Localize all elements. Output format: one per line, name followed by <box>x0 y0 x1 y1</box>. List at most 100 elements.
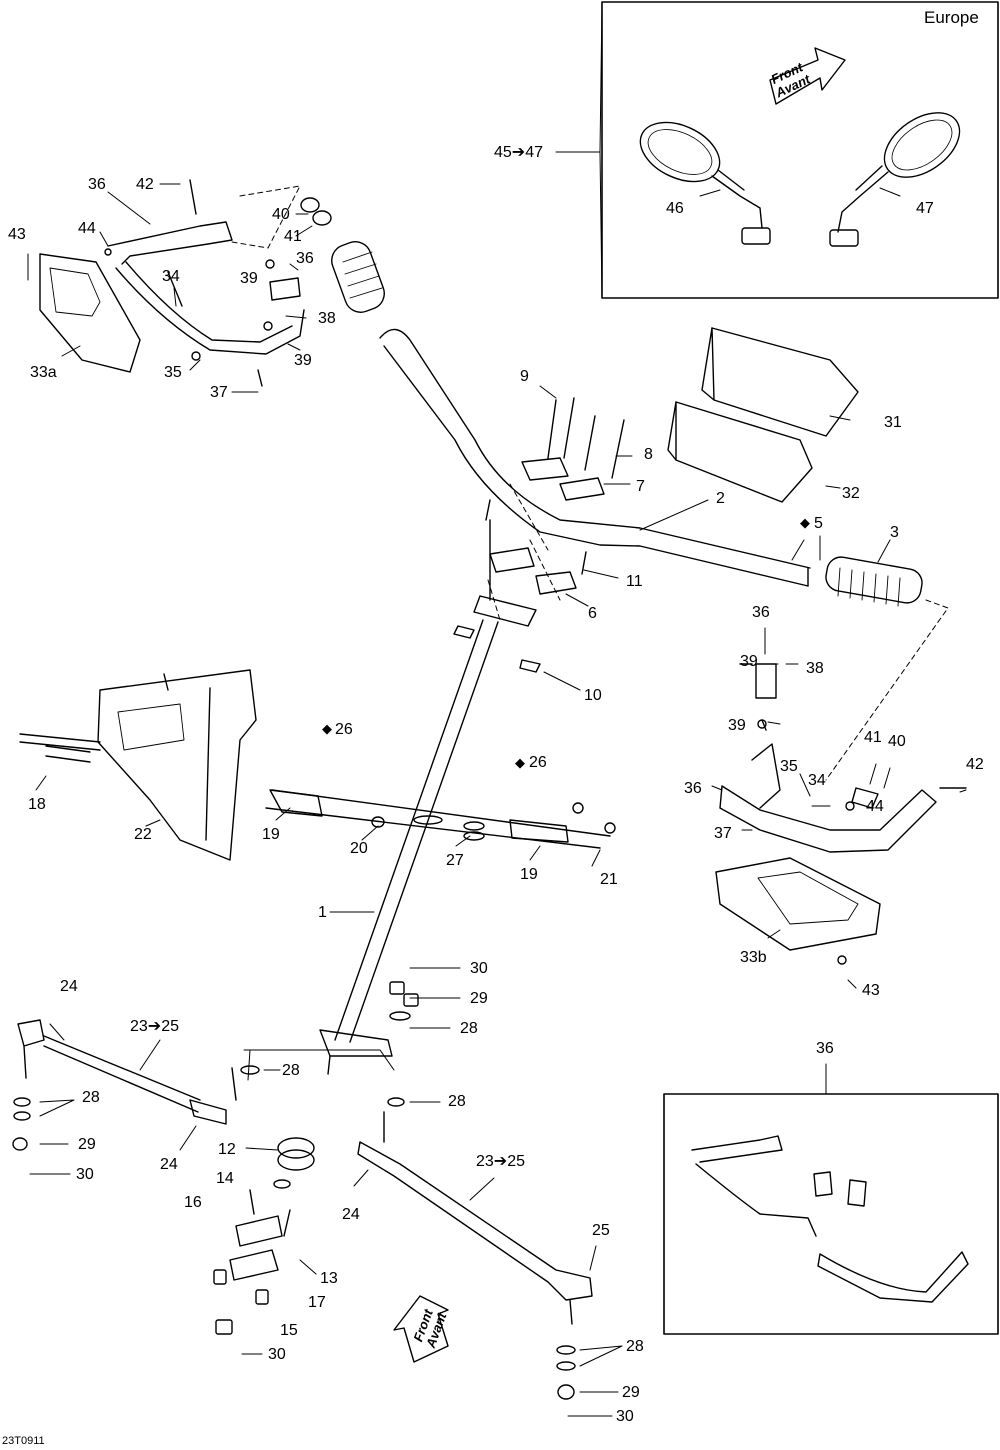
lubricant-drop-icon: ◆ <box>322 721 332 736</box>
callout-36: 36 <box>88 176 106 193</box>
callout-44: 44 <box>78 220 96 237</box>
callout-2: 2 <box>716 490 725 507</box>
callout-32: 32 <box>842 485 860 502</box>
callout-30: 30 <box>470 960 488 977</box>
callout-37: 37 <box>210 384 228 401</box>
callout-33b: 33b <box>740 949 767 966</box>
callout-39: 39 <box>294 352 312 369</box>
handguard-bracket-inset <box>691 1135 969 1303</box>
callout-35: 35 <box>780 758 798 775</box>
callout-24: 24 <box>160 1156 178 1173</box>
front-arrow-bottom <box>393 1295 449 1363</box>
callout-15: 15 <box>280 1322 298 1339</box>
callout-41: 41 <box>284 228 302 245</box>
callout-38: 38 <box>318 310 336 327</box>
callout-13: 13 <box>320 1270 338 1287</box>
tie-rod-right <box>357 1111 593 1325</box>
crossbar-bolts <box>19 733 616 849</box>
callout-1: 1 <box>318 904 327 921</box>
callout-43: 43 <box>8 226 26 243</box>
steering-column <box>319 519 499 1075</box>
callout-19: 19 <box>262 826 280 843</box>
mirror-right <box>829 112 961 247</box>
document-id: 23T0911 <box>2 1435 45 1447</box>
callout-25: 25 <box>592 1222 610 1239</box>
handlebar-pads <box>667 327 859 503</box>
callout-30: 30 <box>268 1346 286 1363</box>
callout-5: 5 <box>814 515 823 532</box>
callout-30: 30 <box>616 1408 634 1425</box>
handguard-inset-frame <box>663 1093 999 1335</box>
callout-21: 21 <box>600 871 618 888</box>
leader-lines <box>27 1 967 1417</box>
callout-29: 29 <box>470 990 488 1007</box>
callout-45-47: 45➔47 <box>494 144 543 161</box>
callout-23-25: 23➔25 <box>476 1153 525 1170</box>
mirror-left <box>639 121 771 245</box>
handlebar-clamps <box>453 397 625 673</box>
callout-43: 43 <box>862 982 880 999</box>
callout-30: 30 <box>76 1166 94 1183</box>
callout-31: 31 <box>884 414 902 431</box>
lubricant-drop-icon: ◆ <box>515 755 525 770</box>
europe-inset-frame <box>601 1 999 299</box>
callout-9: 9 <box>520 368 529 385</box>
callout-27: 27 <box>446 852 464 869</box>
handlebar <box>379 328 811 587</box>
callout-40: 40 <box>272 206 290 223</box>
callout-26: 26 <box>335 721 353 738</box>
callout-28: 28 <box>448 1093 466 1110</box>
grip-left <box>300 197 385 313</box>
callout-28: 28 <box>82 1089 100 1106</box>
callout-23-25: 23➔25 <box>130 1018 179 1035</box>
callout-28: 28 <box>460 1020 478 1037</box>
callout-12: 12 <box>218 1141 236 1158</box>
callout-47: 47 <box>916 200 934 217</box>
callout-24: 24 <box>342 1206 360 1223</box>
callout-20: 20 <box>350 840 368 857</box>
callout-36: 36 <box>752 604 770 621</box>
callout-35: 35 <box>164 364 182 381</box>
callout-28: 28 <box>626 1338 644 1355</box>
callout-34: 34 <box>162 268 180 285</box>
callout-6: 6 <box>588 605 597 622</box>
callout-39: 39 <box>740 653 758 670</box>
callout-38: 38 <box>806 660 824 677</box>
callout-11: 11 <box>626 573 643 590</box>
callout-24: 24 <box>60 978 78 995</box>
callout-29: 29 <box>78 1136 96 1153</box>
callout-42: 42 <box>966 756 984 773</box>
callout-22: 22 <box>134 826 152 843</box>
callout-26: 26 <box>529 754 547 771</box>
lubricant-drop-icon: ◆ <box>800 515 810 530</box>
callout-39: 39 <box>728 717 746 734</box>
callout-3: 3 <box>890 524 899 541</box>
callout-14: 14 <box>216 1170 234 1187</box>
callout-29: 29 <box>622 1384 640 1401</box>
handguard-right <box>715 663 967 951</box>
callout-44: 44 <box>866 798 884 815</box>
callout-18: 18 <box>28 796 46 813</box>
callout-42: 42 <box>136 176 154 193</box>
grip-right <box>825 556 923 607</box>
callout-33a: 33a <box>30 364 57 381</box>
callout-36: 36 <box>816 1040 834 1057</box>
callout-19: 19 <box>520 866 538 883</box>
callout-36: 36 <box>296 250 314 267</box>
hardware <box>12 248 855 1400</box>
callout-28: 28 <box>282 1062 300 1079</box>
front-arrow-top <box>769 47 846 105</box>
callout-36: 36 <box>684 780 702 797</box>
dashed-assembly-lines <box>231 185 949 781</box>
callout-46: 46 <box>666 200 684 217</box>
tie-rod-left <box>17 1019 237 1125</box>
callout-39: 39 <box>240 270 258 287</box>
callout-10: 10 <box>584 687 602 704</box>
callout-8: 8 <box>644 446 653 463</box>
callout-7: 7 <box>636 478 645 495</box>
callout-37: 37 <box>714 825 732 842</box>
callout-16: 16 <box>184 1194 202 1211</box>
region-label: Europe <box>924 8 979 27</box>
callout-41: 41 <box>864 729 882 746</box>
